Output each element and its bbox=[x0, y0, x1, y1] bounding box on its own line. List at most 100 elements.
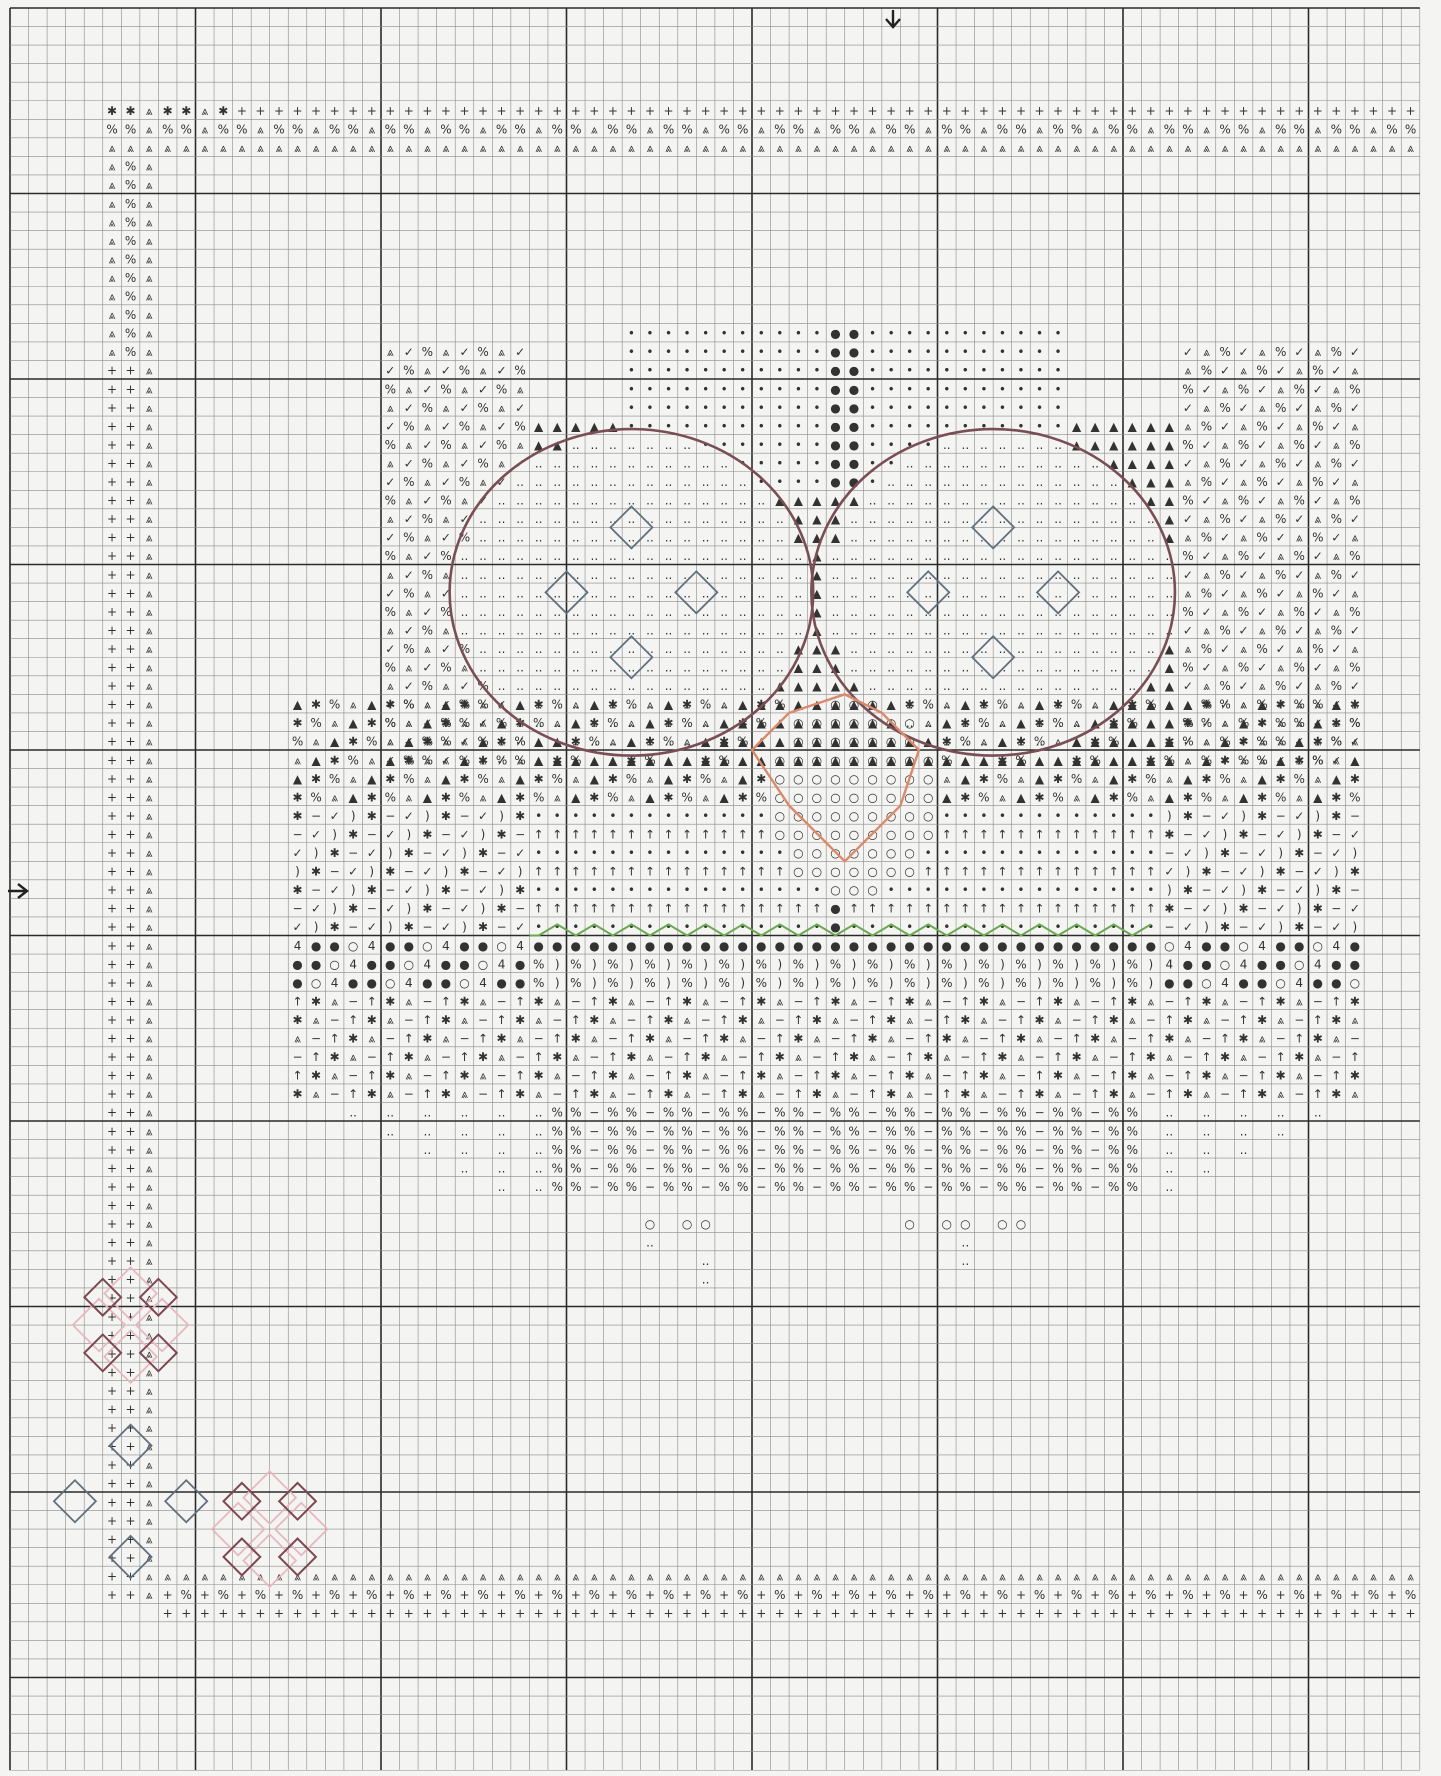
border-symbol: ⩓ bbox=[146, 1477, 153, 1491]
cup-fill-symbol: ↑ bbox=[886, 902, 896, 916]
cup-lower-symbol: ✱ bbox=[1090, 1032, 1100, 1046]
cup-edge-symbol: ⩓ bbox=[1240, 531, 1247, 545]
heart-fill-symbol: ○ bbox=[867, 865, 877, 879]
cup-lower-symbol: ⩓ bbox=[1222, 994, 1229, 1008]
border-symbol: ⩓ bbox=[814, 123, 821, 137]
cup-fill-symbol: .. bbox=[1128, 512, 1136, 526]
saucer-symbol: % bbox=[1015, 1143, 1026, 1157]
border-symbol: ⩓ bbox=[795, 1569, 802, 1583]
border-symbol: ✱ bbox=[181, 104, 191, 118]
border-symbol: + bbox=[1387, 1588, 1397, 1602]
cup-fill-symbol: • bbox=[721, 401, 728, 415]
cup-lower-symbol: ⩓ bbox=[1351, 1013, 1358, 1027]
cup-lower-symbol: ✱ bbox=[441, 1087, 451, 1101]
cup-edge-symbol: ▲ bbox=[460, 753, 470, 767]
cup-edge-symbol: ▲ bbox=[942, 716, 952, 730]
cup-lower-symbol: ↑ bbox=[997, 1032, 1007, 1046]
cup-fill-symbol: • bbox=[1017, 401, 1024, 415]
cup-edge-symbol: ✓ bbox=[1239, 865, 1249, 879]
cup-fill-symbol: ● bbox=[830, 345, 840, 359]
cup-fill-symbol: • bbox=[813, 382, 820, 396]
cup-lower-symbol: ⩓ bbox=[480, 994, 487, 1008]
cup-edge-symbol: % bbox=[756, 790, 767, 804]
saucer-symbol: % bbox=[1052, 1143, 1063, 1157]
cup-edge-symbol: ⩓ bbox=[609, 735, 616, 749]
border-symbol: + bbox=[1201, 1607, 1211, 1621]
cup-fill-symbol: • bbox=[721, 364, 728, 378]
saucer-symbol: % bbox=[997, 1106, 1008, 1120]
heart-fill-symbol: ○ bbox=[812, 809, 822, 823]
cup-fill-symbol: .. bbox=[832, 586, 840, 600]
cup-edge-symbol: % bbox=[626, 772, 637, 786]
cup-fill-symbol: .. bbox=[553, 475, 561, 489]
border-symbol: + bbox=[701, 104, 711, 118]
cup-edge-symbol: ⩓ bbox=[405, 790, 412, 804]
cup-fill-symbol: • bbox=[869, 438, 876, 452]
saucer-symbol: − bbox=[868, 1124, 878, 1138]
band-symbol: ) bbox=[703, 957, 708, 971]
saucer-symbol: % bbox=[1052, 1106, 1063, 1120]
cup-fill-symbol: .. bbox=[572, 531, 580, 545]
border-symbol: % bbox=[1127, 123, 1138, 137]
cup-fill-symbol: .. bbox=[1110, 512, 1118, 526]
cup-edge-symbol: ⩓ bbox=[1333, 753, 1340, 767]
cup-lower-symbol: − bbox=[1164, 1069, 1174, 1083]
cup-edge-symbol: % bbox=[459, 419, 470, 433]
border-symbol: + bbox=[1090, 1588, 1100, 1602]
cup-lower-symbol: ⩓ bbox=[498, 1050, 505, 1064]
cup-edge-symbol: ⩓ bbox=[1277, 549, 1284, 563]
saucer-symbol: − bbox=[756, 1161, 766, 1175]
cup-lower-symbol: ⩓ bbox=[1277, 1087, 1284, 1101]
cup-fill-symbol: .. bbox=[1110, 475, 1118, 489]
cup-fill-symbol: .. bbox=[516, 568, 524, 582]
border-symbol: + bbox=[1127, 1588, 1137, 1602]
cup-edge-symbol: % bbox=[514, 419, 525, 433]
cup-edge-symbol: % bbox=[422, 753, 433, 767]
cup-fill-symbol: • bbox=[1110, 883, 1117, 897]
cup-edge-symbol: % bbox=[1089, 753, 1100, 767]
cup-fill-symbol: ↑ bbox=[997, 865, 1007, 879]
cup-lower-symbol: ✱ bbox=[552, 1050, 562, 1064]
cup-edge-symbol: % bbox=[1034, 735, 1045, 749]
band-symbol: ● bbox=[1238, 976, 1248, 990]
band-symbol: ) bbox=[815, 976, 820, 990]
cup-fill-symbol: .. bbox=[702, 456, 710, 470]
cup-fill-symbol: .. bbox=[776, 531, 784, 545]
border-symbol: ⩓ bbox=[257, 141, 264, 155]
heart-fill-symbol: ○ bbox=[849, 827, 859, 841]
saucer-symbol: − bbox=[756, 1124, 766, 1138]
border-symbol: + bbox=[441, 1607, 451, 1621]
border-symbol: + bbox=[274, 1588, 284, 1602]
cup-edge-symbol: % bbox=[1349, 549, 1360, 563]
cup-fill-symbol: • bbox=[980, 327, 987, 341]
cup-fill-symbol: ↑ bbox=[738, 865, 748, 879]
cup-fill-symbol: ↑ bbox=[756, 865, 766, 879]
cup-edge-symbol: ✱ bbox=[979, 772, 989, 786]
cup-edge-symbol: ✱ bbox=[497, 827, 507, 841]
border-symbol: ⩓ bbox=[1092, 1569, 1099, 1583]
cup-edge-symbol: − bbox=[1257, 827, 1267, 841]
cup-edge-symbol: ✓ bbox=[1294, 401, 1304, 415]
cup-edge-symbol: % bbox=[477, 698, 488, 712]
cup-edge-symbol: ⩓ bbox=[461, 735, 468, 749]
cup-edge-symbol: − bbox=[1331, 827, 1341, 841]
border-symbol: + bbox=[126, 1495, 136, 1509]
border-symbol: + bbox=[1201, 104, 1211, 118]
cup-fill-symbol: • bbox=[888, 419, 895, 433]
cup-edge-symbol: ⩓ bbox=[1222, 605, 1229, 619]
cup-fill-symbol: • bbox=[684, 920, 691, 934]
cup-fill-symbol: • bbox=[776, 401, 783, 415]
heart-fill-symbol: ○ bbox=[886, 846, 896, 860]
cup-fill-symbol: .. bbox=[1110, 586, 1118, 600]
cup-fill-symbol: .. bbox=[683, 512, 691, 526]
cup-fill-symbol: • bbox=[795, 382, 802, 396]
cup-lower-symbol: ⩓ bbox=[424, 1050, 431, 1064]
cup-fill-symbol: ↑ bbox=[942, 865, 952, 879]
cup-edge-symbol: ✓ bbox=[385, 475, 395, 489]
cup-fill-symbol: ● bbox=[830, 456, 840, 470]
border-symbol: + bbox=[107, 531, 117, 545]
border-symbol: + bbox=[107, 753, 117, 767]
border-symbol: + bbox=[126, 1384, 136, 1398]
cup-edge-symbol: ⩓ bbox=[480, 716, 487, 730]
border-symbol: % bbox=[477, 1588, 488, 1602]
